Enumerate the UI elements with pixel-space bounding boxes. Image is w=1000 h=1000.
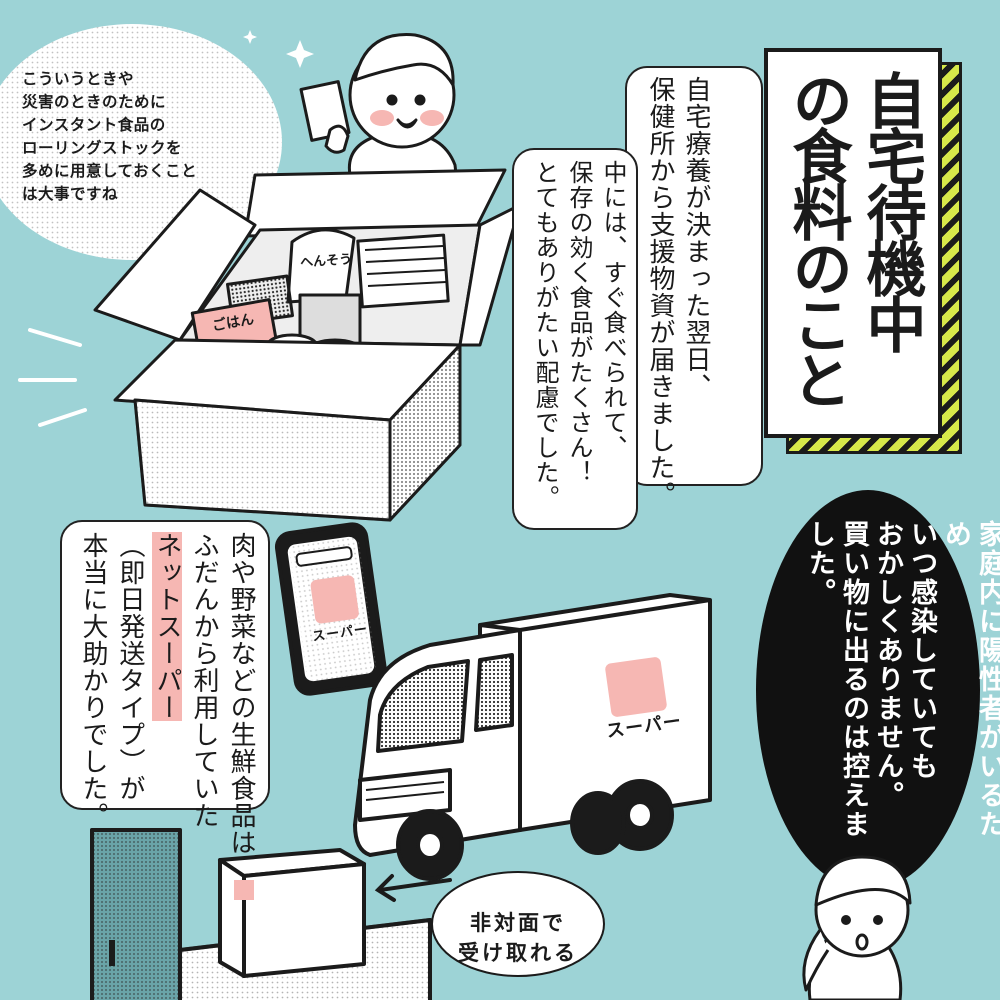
delivered-package xyxy=(218,848,366,978)
care-package-box xyxy=(93,168,522,522)
paragraph-line: 中には、すぐ食べられて、 xyxy=(599,160,627,460)
title-line-1: 自宅待機中 xyxy=(856,70,926,350)
paragraph-line: 肉や野菜などの生鮮食品は xyxy=(226,532,256,856)
delivery-truck xyxy=(353,593,712,881)
highlight-net-super: ネットスーパー xyxy=(152,532,182,721)
speech-bubble-top-left-text: こういうときや 災害のときのために インスタント食品の ローリングストックを 多… xyxy=(22,68,252,206)
bubble-line: 多めに用意しておくこと xyxy=(22,162,198,180)
title-panel xyxy=(764,48,942,438)
bubble-line: 非対面で xyxy=(470,911,566,935)
text-panel-contents xyxy=(512,148,638,530)
paragraph-line: 保健所から支援物資が届きました。 xyxy=(645,76,675,508)
bubble-line: おかしくありません。 xyxy=(872,520,903,810)
paragraph-line: 保存の効く食品がたくさん！ xyxy=(565,160,593,485)
emphasis-lines xyxy=(18,328,87,427)
black-speech-bubble-text: 家庭内に陽性者がいるため いつ感染していても おかしくありません。 買い物に出る… xyxy=(802,520,1000,860)
speech-bubble-bottom xyxy=(431,871,605,977)
mother-figure xyxy=(802,855,912,1000)
paragraph-line: とてもありがたい配慮でした。 xyxy=(531,160,559,510)
bubble-line: インスタント食品の xyxy=(22,116,166,134)
paragraph-line: 自宅療養が決まった翌日、 xyxy=(681,76,711,400)
text-panel-net-super-body: 肉や野菜などの生鮮食品は ふだんから利用していた ネットスーパー （即日発送タイ… xyxy=(74,532,259,856)
bubble-line: 災害のときのために xyxy=(22,93,167,111)
paragraph-line: ふだんから利用していた xyxy=(189,532,219,829)
arrow-icon xyxy=(374,874,452,902)
text-panel-contents-body: 中には、すぐ食べられて、 保存の効く食品がたくさん！ とてもありがたい配慮でした… xyxy=(528,160,630,510)
smartphone xyxy=(274,522,388,696)
paragraph-line: 本当に大助かりでした。 xyxy=(78,532,108,829)
front-door xyxy=(90,828,182,1000)
paragraph-line: （即日発送タイプ）が xyxy=(115,532,145,802)
bubble-line: 家庭内に陽性者がいるため xyxy=(940,520,1000,839)
bubble-line: ローリングストックを xyxy=(22,139,183,157)
bubble-line: 買い物に出るのは控えました。 xyxy=(804,520,869,839)
text-panel-arrival-body: 自宅療養が決まった翌日、 保健所から支援物資が届きました。 xyxy=(642,76,714,508)
bubble-line: いつ感染していても xyxy=(906,520,937,781)
bubble-line: 受け取れる xyxy=(458,941,578,965)
pack-label-noodle: へんそう xyxy=(299,252,353,271)
bubble-line: は大事ですね xyxy=(22,185,119,203)
text-panel-arrival xyxy=(625,66,763,486)
title-line-2: の食料のこと xyxy=(782,70,852,406)
bubble-line: こういうときや xyxy=(22,70,135,88)
speech-bubble-bottom-text: 非対面で 受け取れる xyxy=(428,908,608,968)
